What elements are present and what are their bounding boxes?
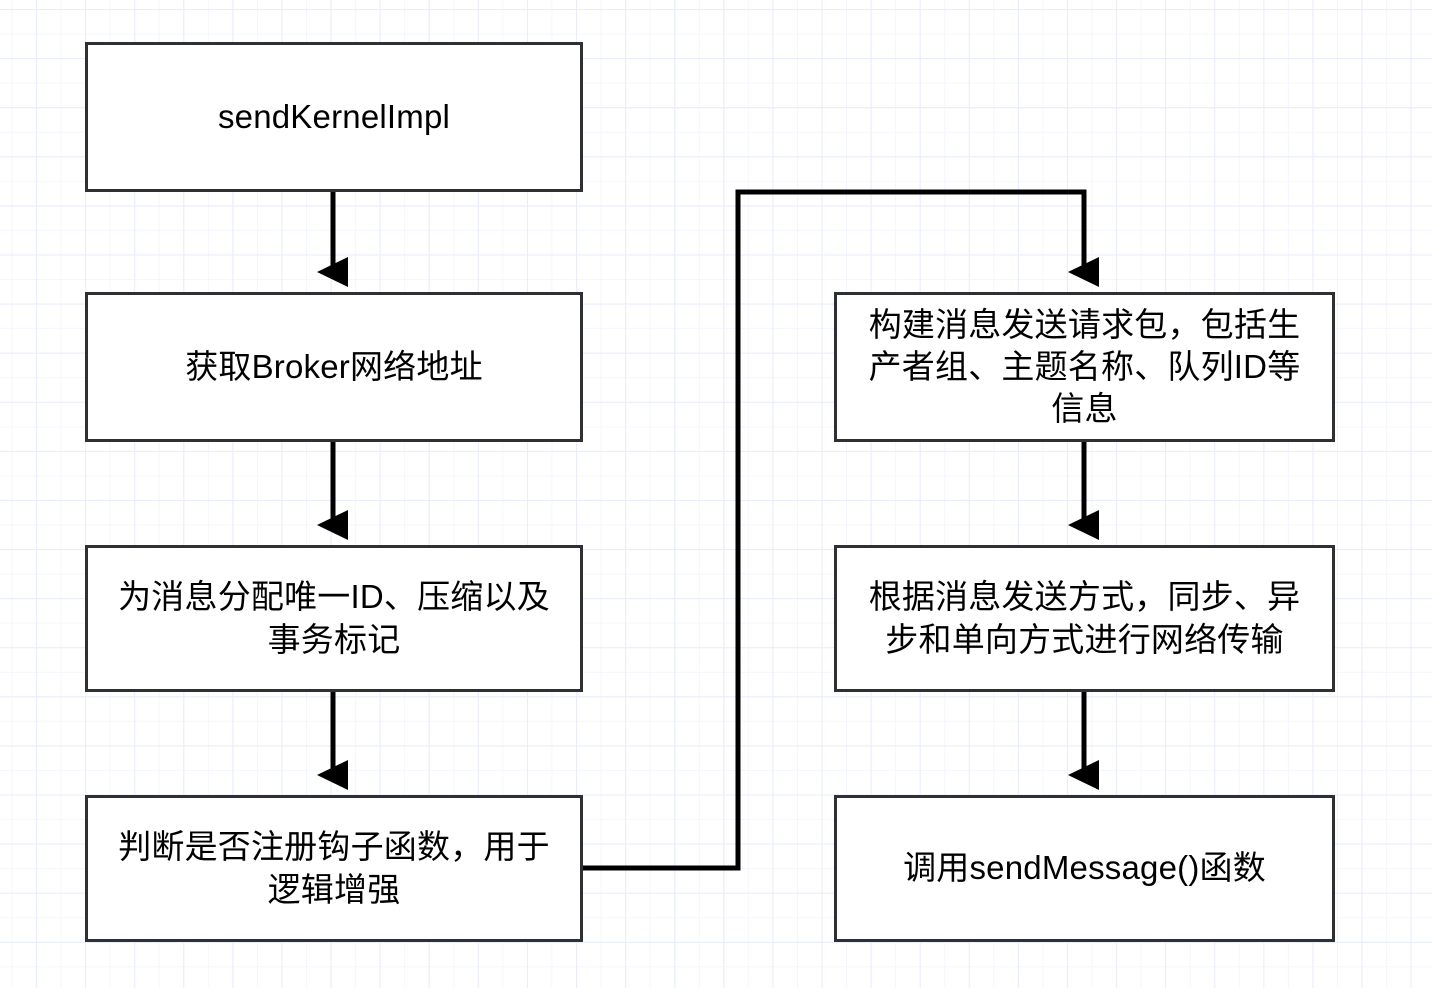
node-send-kernel-impl-label: sendKernelImpl bbox=[217, 97, 451, 135]
node-get-broker-addr[interactable]: 获取Broker网络地址 bbox=[85, 292, 583, 442]
node-network-transfer[interactable]: 根据消息发送方式，同步、异 步和单向方式进行网络传输 bbox=[834, 545, 1335, 692]
node-check-hook-label: 判断是否注册钩子函数，用于 逻辑增强 bbox=[118, 828, 550, 908]
node-assign-msg-id[interactable]: 为消息分配唯一ID、压缩以及 事务标记 bbox=[85, 545, 583, 692]
node-build-request-label: 构建消息发送请求包，包括生 产者组、主题名称、队列ID等 信息 bbox=[868, 305, 1301, 428]
node-network-transfer-label: 根据消息发送方式，同步、异 步和单向方式进行网络传输 bbox=[868, 578, 1301, 658]
node-assign-msg-id-label: 为消息分配唯一ID、压缩以及 事务标记 bbox=[118, 578, 550, 658]
node-send-message[interactable]: 调用sendMessage()函数 bbox=[834, 795, 1335, 942]
node-build-request[interactable]: 构建消息发送请求包，包括生 产者组、主题名称、队列ID等 信息 bbox=[834, 292, 1335, 442]
node-send-message-label: 调用sendMessage()函数 bbox=[903, 849, 1266, 887]
node-get-broker-addr-label: 获取Broker网络地址 bbox=[185, 347, 483, 385]
node-send-kernel-impl[interactable]: sendKernelImpl bbox=[85, 42, 583, 192]
node-check-hook[interactable]: 判断是否注册钩子函数，用于 逻辑增强 bbox=[85, 795, 583, 942]
